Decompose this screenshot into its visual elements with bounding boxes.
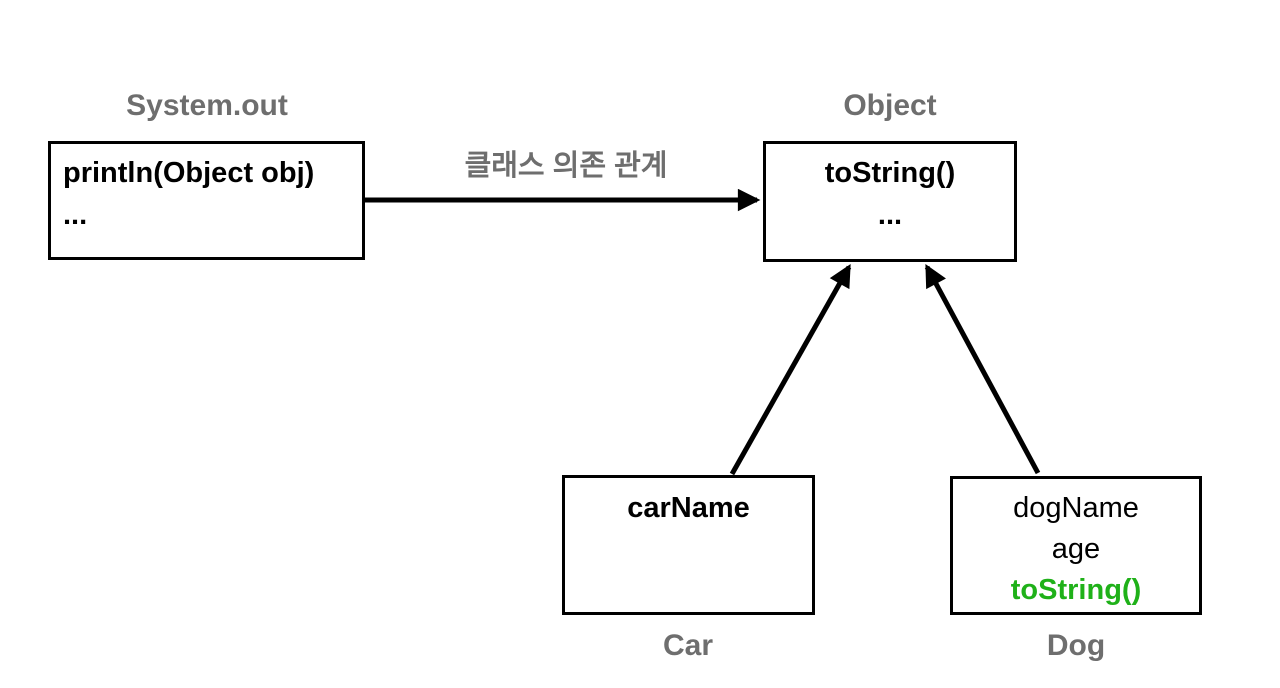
system-out-ellipsis: ... [63,199,88,231]
object-class-label: Object [843,89,937,122]
dog-tostring-override: toString() [1010,574,1142,606]
dependency-arrow-label: 클래스 의존 관계 [464,150,668,182]
object-ellipsis: ... [877,199,903,231]
dog-to-object-arrow [924,264,1041,475]
system-out-method: println(Object obj) [63,157,315,189]
car-box: carName [562,475,815,615]
dog-box: dogName age toString() [950,476,1202,615]
dog-field-dogname: dogName [1013,492,1139,524]
system-out-box: println(Object obj) ... [48,141,365,260]
dog-field-age: age [1051,533,1101,565]
car-class-label: Car [662,629,714,662]
object-tostring-method: toString() [824,157,956,189]
car-to-object-arrow [729,264,852,476]
car-field-carname: carName [627,492,750,524]
object-box: toString() ... [763,141,1017,262]
dog-class-label: Dog [1046,629,1106,662]
system-out-class-label: System.out [126,89,288,122]
